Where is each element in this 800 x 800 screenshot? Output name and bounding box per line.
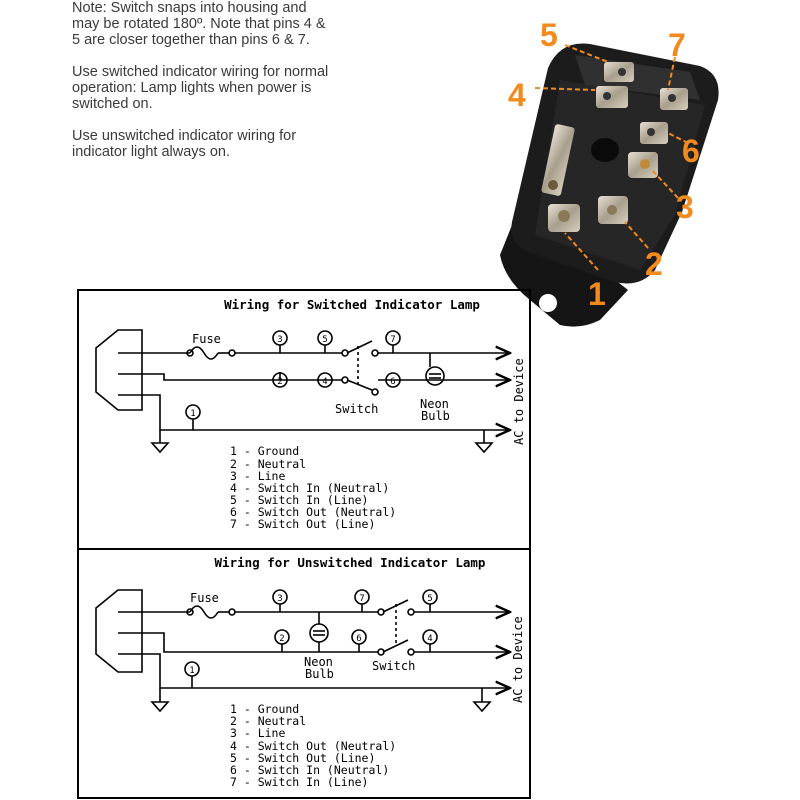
fuse-symbol [189,346,219,360]
device-label-switched: AC to Device [512,358,526,445]
pin-5-label: 5 [427,594,432,604]
unswitched-panel: Wiring for Unswitched Indicator Lamp [95,555,510,713]
callout-6: 6 [682,133,700,169]
pin-7-label: 7 [359,594,364,604]
legend-item: 6 - Switch In (Neutral) [230,763,389,777]
legend-item: 2 - Neutral [230,714,306,728]
pin-3-label: 3 [277,594,282,604]
pin-7 [385,330,401,353]
pin-2-label: 2 [279,634,284,644]
pin-3 [272,330,288,353]
pin-6-label: 6 [356,634,361,644]
callout-1: 1 [588,276,606,312]
legend-item: 5 - Switch Out (Line) [230,751,375,765]
pin-2 [274,629,290,652]
legend-item: 1 - Ground [230,444,299,458]
pin-7-label: 7 [390,335,395,345]
callout-5: 5 [540,17,558,53]
ground-symbol-left [150,442,170,454]
device-label-unswitched: AC to Device [511,616,525,703]
pin-6 [351,629,367,652]
iec-inlet-symbol [95,329,143,411]
callout-lines [534,44,689,271]
callout-3: 3 [676,189,694,225]
fuse-label-switched: Fuse [192,332,221,346]
schematic-frame [77,289,531,799]
switched-labels: Fuse 3 5 7 2 4 6 1 Switch Neon Bulb AC t… [190,332,526,445]
callout-4: 4 [508,77,526,113]
switch-label-switched: Switch [335,402,378,416]
terminal-7 [660,88,688,110]
legend-item: 3 - Line [230,469,285,483]
legend-item: 4 - Switch In (Neutral) [230,481,389,495]
terminal-5 [604,62,634,82]
pin-2-label: 2 [277,377,282,387]
pin-4-label: 4 [322,377,327,387]
pin-6 [385,372,401,388]
ground-symbol-right-2 [472,701,492,713]
terminal-6 [640,122,668,144]
note-unswitched-wiring: Use unswitched indicator wiring for indi… [72,128,297,160]
inlet-module-photo [500,43,719,327]
switched-legend: 1 - Ground 2 - Neutral 3 - Line 4 - Swit… [230,444,396,531]
pin-1 [184,661,200,688]
terminal-2 [598,196,628,224]
legend-item: 7 - Switch Out (Line) [230,517,375,531]
pin-5-label: 5 [322,335,327,345]
mounting-hole [539,294,557,312]
pin-5 [317,330,333,353]
bulb-label-switched: Bulb [421,409,450,423]
notes-panel: Note: Switch snaps into housing and may … [72,0,332,176]
legend-item: 4 - Switch Out (Neutral) [230,739,396,753]
neon-bulb-unswitched [309,612,329,652]
pin-6-label: 6 [390,377,395,387]
unswitched-legend: 1 - Ground 2 - Neutral 3 - Line 4 - Swit… [230,702,396,789]
terminal-1 [548,204,580,232]
neon-bulb-switched [425,353,445,386]
unswitched-title: Wiring for Unswitched Indicator Lamp [215,555,486,570]
switched-panel: Wiring for Switched Indicator Lamp [95,297,510,454]
legend-item: 5 - Switch In (Line) [230,493,368,507]
pin-4 [422,629,438,652]
switch-label-unswitched: Switch [372,659,415,673]
callout-labels: 1 2 3 4 5 6 7 [508,17,700,312]
legend-item: 2 - Neutral [230,457,306,471]
legend-item: 3 - Line [230,726,285,740]
switched-title: Wiring for Switched Indicator Lamp [224,297,480,312]
legend-item: 1 - Ground [230,702,299,716]
pin-3-label: 3 [277,335,282,345]
legend-item: 6 - Switch Out (Neutral) [230,505,396,519]
pin-4-label: 4 [427,634,432,644]
callout-7: 7 [668,27,686,63]
legend-item: 7 - Switch In (Line) [230,775,368,789]
pin-2 [272,372,288,388]
pin-1 [185,404,201,430]
note-switch-orientation: Note: Switch snaps into housing and may … [72,0,326,48]
pin-7 [354,589,370,612]
bulb-label-unswitched: Bulb [305,667,334,681]
terminal-3 [628,152,658,178]
note-switched-wiring: Use switched indicator wiring for normal… [72,64,329,112]
ground-symbol-right [474,442,494,454]
unswitched-labels: Fuse 3 7 5 2 6 4 1 Neon Bulb Switch AC t… [189,591,525,703]
pin-4 [317,372,333,388]
iec-inlet-symbol-2 [95,589,143,673]
callout-2: 2 [645,246,663,282]
pin-3 [272,589,288,612]
pin-1-label: 1 [189,666,194,676]
ground-symbol-left-2 [150,701,170,713]
pin-1-label: 1 [190,409,195,419]
pin-5 [422,589,438,612]
fuse-label-unswitched: Fuse [190,591,219,605]
fuse-symbol-2 [189,605,219,619]
neon-label-switched: Neon [420,397,449,411]
terminal-4 [596,86,628,108]
neon-label-unswitched: Neon [304,655,333,669]
